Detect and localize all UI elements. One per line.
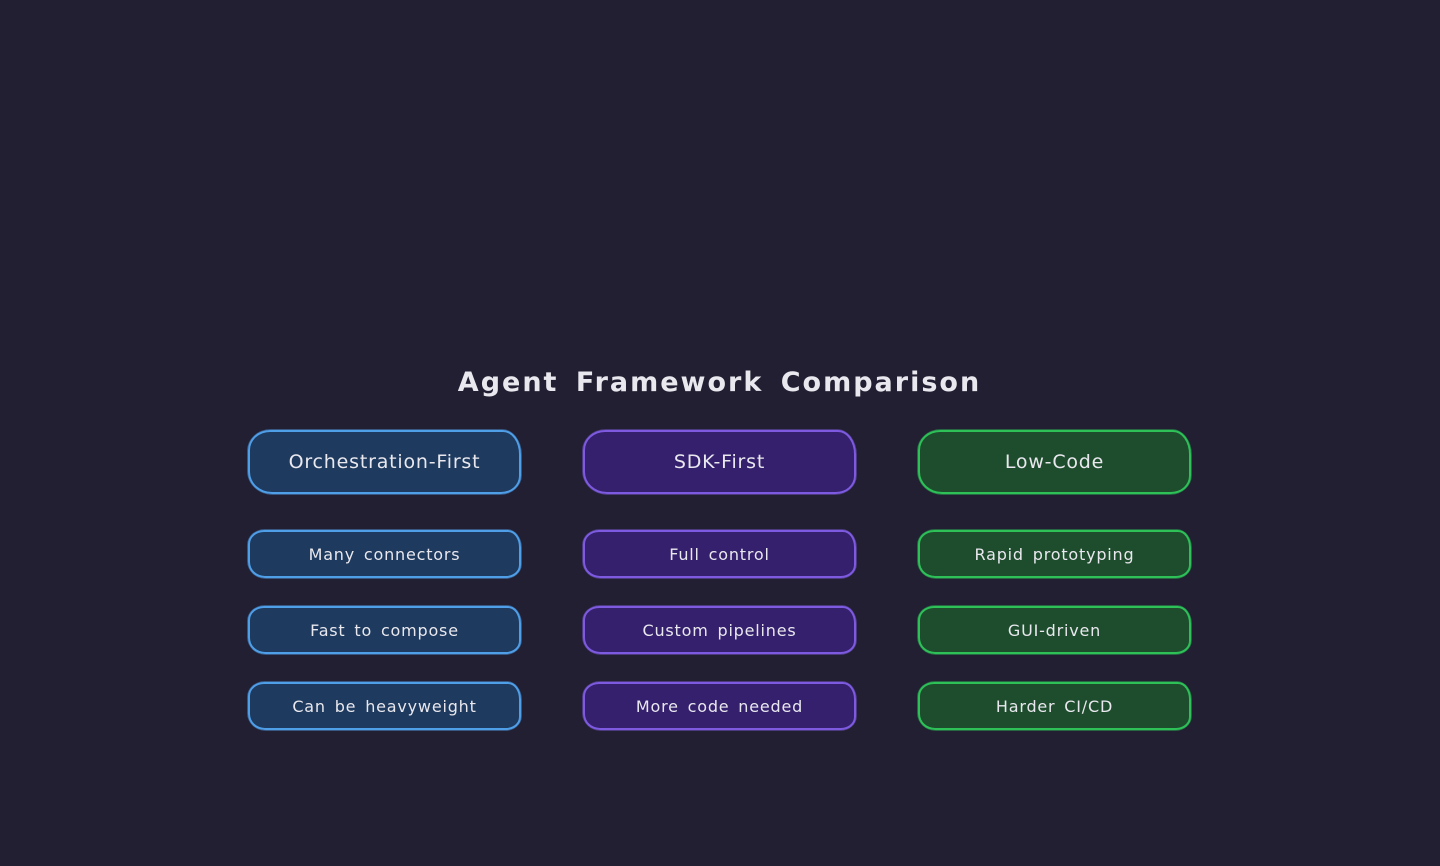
item-box-harder-ci-cd: Harder CI/CD [917,681,1192,731]
item-label: Fast to compose [310,620,459,640]
item-box-gui-driven: GUI-driven [917,605,1192,655]
item-label: Full control [669,544,770,564]
header-box-orchestration-first: Orchestration-First [247,429,522,495]
item-box-more-code-needed: More code needed [582,681,857,731]
diagram-title: Agent Framework Comparison [457,367,982,398]
item-label: Custom pipelines [642,620,797,640]
item-label: Harder CI/CD [995,696,1114,716]
header-box-sdk-first: SDK-First [582,429,857,495]
item-label: More code needed [635,696,804,716]
item-box-many-connectors: Many connectors [247,529,522,579]
header-box-low-code: Low-Code [917,429,1192,495]
item-label: Can be heavyweight [292,696,477,716]
item-label: Rapid prototyping [974,544,1135,564]
item-box-fast-to-compose: Fast to compose [247,605,522,655]
column-sdk-first: SDK-First Full control Custom pipelines … [582,429,857,731]
item-box-custom-pipelines: Custom pipelines [582,605,857,655]
comparison-diagram: Agent Framework Comparison Orchestration… [247,366,1192,731]
header-label: Low-Code [1004,451,1105,473]
columns-grid: Orchestration-First Many connectors Fast… [247,429,1192,731]
column-orchestration-first: Orchestration-First Many connectors Fast… [247,429,522,731]
item-label: Many connectors [308,544,461,564]
header-label: Orchestration-First [288,451,481,473]
item-box-full-control: Full control [582,529,857,579]
item-label: GUI-driven [1007,620,1102,640]
column-low-code: Low-Code Rapid prototyping GUI-driven Ha… [917,429,1192,731]
item-box-can-be-heavyweight: Can be heavyweight [247,681,522,731]
header-label: SDK-First [673,451,766,473]
item-box-rapid-prototyping: Rapid prototyping [917,529,1192,579]
